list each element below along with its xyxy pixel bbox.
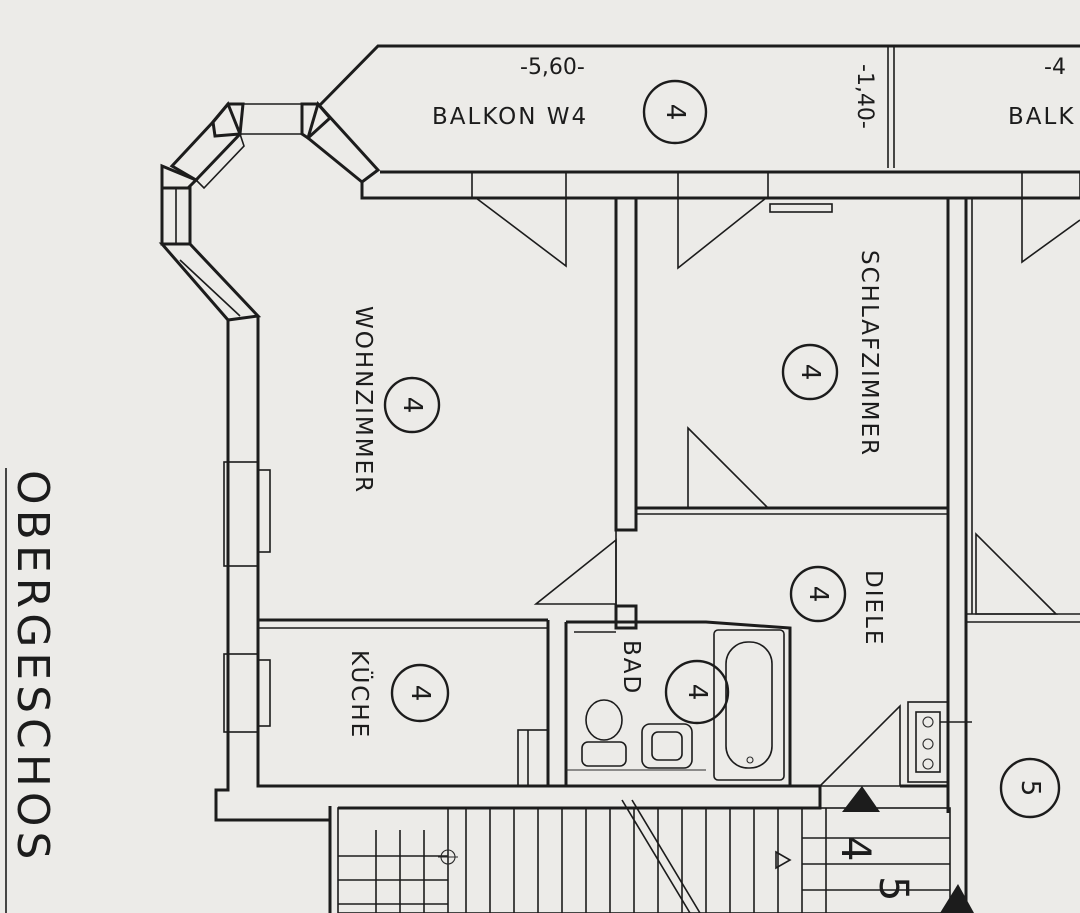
room-label-kueche: KÜCHE [346,650,374,739]
toilet-tank [581,741,627,767]
stair-unit-label-5: 5 [870,876,916,901]
unit-marker-schlafzimmer: 4 [781,343,839,401]
room-label-schlafzimmer: SCHLAFZIMMER [856,250,882,457]
unit-marker-wohnzimmer: 4 [383,376,441,434]
unit-marker-kueche: 4 [390,663,450,723]
svg-text:5: 5 [1015,780,1045,797]
room-labels: BALKON W4 BALK WOHNZIMMER SCHLAFZIMMER K… [346,104,1075,739]
staircase [337,786,974,913]
svg-text:4: 4 [682,684,712,701]
bathtub [713,629,785,781]
room-label-balkon-next: BALK [1008,104,1075,130]
kitchen-cabinet [517,729,549,787]
washbasin [641,723,693,769]
exterior-walls [214,170,1080,913]
door-swings [475,197,1080,787]
room-label-bad: BAD [618,640,644,695]
stair-unit-label-4: 4 [832,836,878,861]
room-label-balkon-w4: BALKON W4 [432,104,588,130]
svg-text:4: 4 [795,364,825,381]
unit-marker-diele: 4 [789,565,847,623]
room-label-diele: DIELE [860,570,886,646]
balcony-width-dimension: -5,60- [520,55,585,80]
bay-window [158,101,381,322]
bathtub-basin [725,641,773,769]
svg-text:4: 4 [405,685,435,702]
next-balcony-width-dimension: -4 [1044,55,1066,80]
interior-walls [258,196,1080,913]
balcony-depth-dimension: -1,40- [852,64,877,129]
toilet [585,699,623,741]
svg-text:4: 4 [660,104,690,121]
balcony-outline [318,44,1080,168]
unit-marker-balkon: 4 [642,79,708,145]
north-windows [471,171,1080,213]
bathtub-drain [746,756,754,764]
unit-marker-bad: 4 [664,659,730,725]
meter-box [907,701,972,783]
unit-markers: 4 4 4 4 4 4 5 4 5 [383,79,1061,901]
entrance-arrow-5 [940,884,974,913]
floor-title-text: OBERGESCHOS [7,470,58,864]
entrance-arrow-4 [842,786,880,812]
floor-title: OBERGESCHOS [5,468,58,913]
room-label-wohnzimmer: WOHNZIMMER [350,306,376,494]
bathroom-fixtures [566,629,785,781]
west-windows [223,461,271,733]
svg-text:4: 4 [803,586,833,603]
unit-marker-neighbor: 5 [999,757,1061,819]
svg-text:4: 4 [397,397,427,414]
dimension-labels: -5,60- -1,40- -4 [520,55,1066,129]
